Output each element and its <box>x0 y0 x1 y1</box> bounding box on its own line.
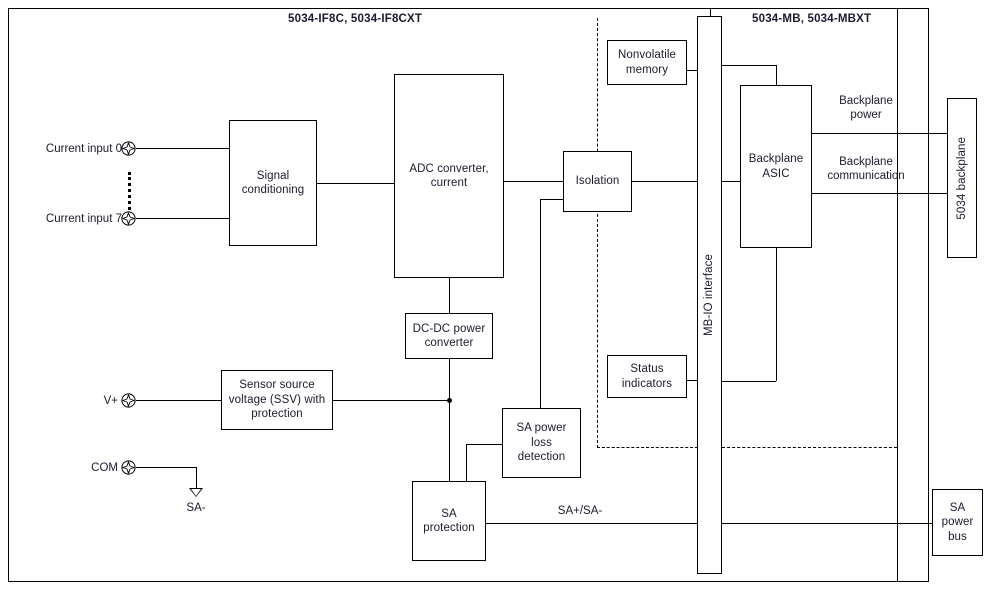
wire-asic-bottom-drop <box>776 248 777 381</box>
wire-isolation-lower-input <box>540 199 564 200</box>
current-input-7-terminal-icon[interactable] <box>121 211 136 226</box>
left-module-title: 5034-IF8C, 5034-IF8CXT <box>288 13 423 25</box>
v-plus-terminal-icon[interactable] <box>121 393 136 408</box>
com-label: COM <box>91 462 118 474</box>
block-status-indicators[interactable]: Status indicators <box>607 355 687 398</box>
current-input-0-terminal-icon[interactable] <box>121 141 136 156</box>
wire-mbio-to-sa-power-bus <box>722 523 932 524</box>
wire-adc-to-dcdc <box>449 278 450 313</box>
backplane-5034-label: 5034 backplane <box>955 136 968 220</box>
wire-isolation-down-to-sa-loss <box>540 199 541 431</box>
wire-ssv-to-dcdc-junction <box>333 400 450 401</box>
block-nonvolatile-memory[interactable]: Nonvolatile memory <box>607 40 687 85</box>
wire-input0-to-signal-conditioning <box>136 148 229 149</box>
block-ssv-protection[interactable]: Sensor source voltage (SSV) with protect… <box>221 370 333 430</box>
current-input-0-label: Current input 0 <box>45 143 122 155</box>
input-channels-ellipsis <box>128 172 131 210</box>
com-terminal-icon[interactable] <box>121 460 136 475</box>
wire-input7-to-signal-conditioning <box>136 218 229 219</box>
sa-bus-wire-label: SA+/SA- <box>557 505 603 517</box>
left-module-frame <box>8 8 898 582</box>
block-signal-conditioning[interactable]: Signal conditioning <box>229 120 317 246</box>
wire-status-to-mbio <box>687 380 698 381</box>
mb-io-interface-label: MB-IO interface <box>703 253 716 337</box>
wire-adc-to-isolation <box>504 181 564 182</box>
wire-sa-loss-to-sa-protection-v <box>466 444 467 481</box>
wire-nvm-to-mbio <box>687 70 698 71</box>
backplane-communication-label: Backplane communication <box>827 156 905 183</box>
wire-asic-top-drop <box>776 65 777 85</box>
right-module-title: 5034-MB, 5034-MBXT <box>752 13 872 25</box>
wire-signal-conditioning-to-adc <box>317 183 395 184</box>
right-module-frame <box>711 8 929 582</box>
sa-minus-arrow-inner <box>191 489 201 496</box>
junction-dot-ssv-dcdc <box>447 398 452 403</box>
current-input-7-label: Current input 7 <box>45 213 122 225</box>
wire-mbio-top-riser <box>710 9 711 17</box>
wire-com-to-sa-minus <box>136 467 196 468</box>
wire-asic-bottom-to-mbio <box>722 381 776 382</box>
block-sa-power-loss-detection[interactable]: SA power loss detection <box>502 408 581 478</box>
block-isolation[interactable]: Isolation <box>563 151 632 212</box>
block-dcdc-converter[interactable]: DC-DC power converter <box>405 313 493 359</box>
block-mb-io-interface[interactable]: MB-IO interface <box>697 16 722 574</box>
wire-mbio-top-to-asic-h <box>722 65 776 66</box>
block-5034-backplane[interactable]: 5034 backplane <box>947 98 977 258</box>
wire-dcdc-down-to-sa-protection <box>449 359 450 481</box>
wire-sa-protection-to-mbio <box>486 523 698 524</box>
wire-asic-to-backplane-power <box>812 133 947 134</box>
block-backplane-asic[interactable]: Backplane ASIC <box>740 85 812 248</box>
wire-isolation-to-mbio <box>632 181 698 182</box>
block-adc-converter[interactable]: ADC converter, current <box>394 74 504 278</box>
wire-sa-loss-to-sa-protection-h <box>466 444 502 445</box>
backplane-power-label: Backplane power <box>839 95 893 122</box>
wire-asic-to-backplane-comm <box>812 193 947 194</box>
sa-minus-label: SA- <box>186 502 206 514</box>
isolation-barrier-vertical <box>597 18 598 448</box>
block-sa-protection[interactable]: SA protection <box>412 481 486 561</box>
v-plus-label: V+ <box>103 395 118 407</box>
isolation-barrier-horizontal-right <box>722 447 897 448</box>
wire-com-down <box>196 467 197 488</box>
wire-vplus-to-ssv <box>136 400 221 401</box>
isolation-barrier-horizontal-left <box>597 447 698 448</box>
block-sa-power-bus[interactable]: SA power bus <box>932 489 983 556</box>
wire-mbio-to-asic-mid <box>722 181 740 182</box>
